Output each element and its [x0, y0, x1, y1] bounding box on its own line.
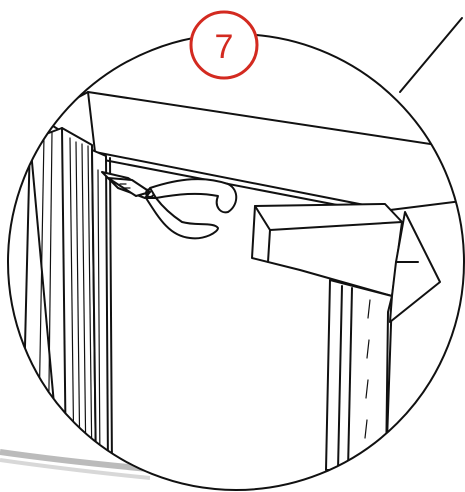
pliers-icon	[101, 171, 238, 240]
step-number: 7	[215, 28, 234, 66]
leader-line	[399, 17, 463, 93]
step-badge: 7	[189, 10, 259, 80]
pull-arrow-icon	[389, 211, 441, 323]
right-rail	[325, 279, 393, 471]
door-frame-left	[21, 127, 97, 471]
